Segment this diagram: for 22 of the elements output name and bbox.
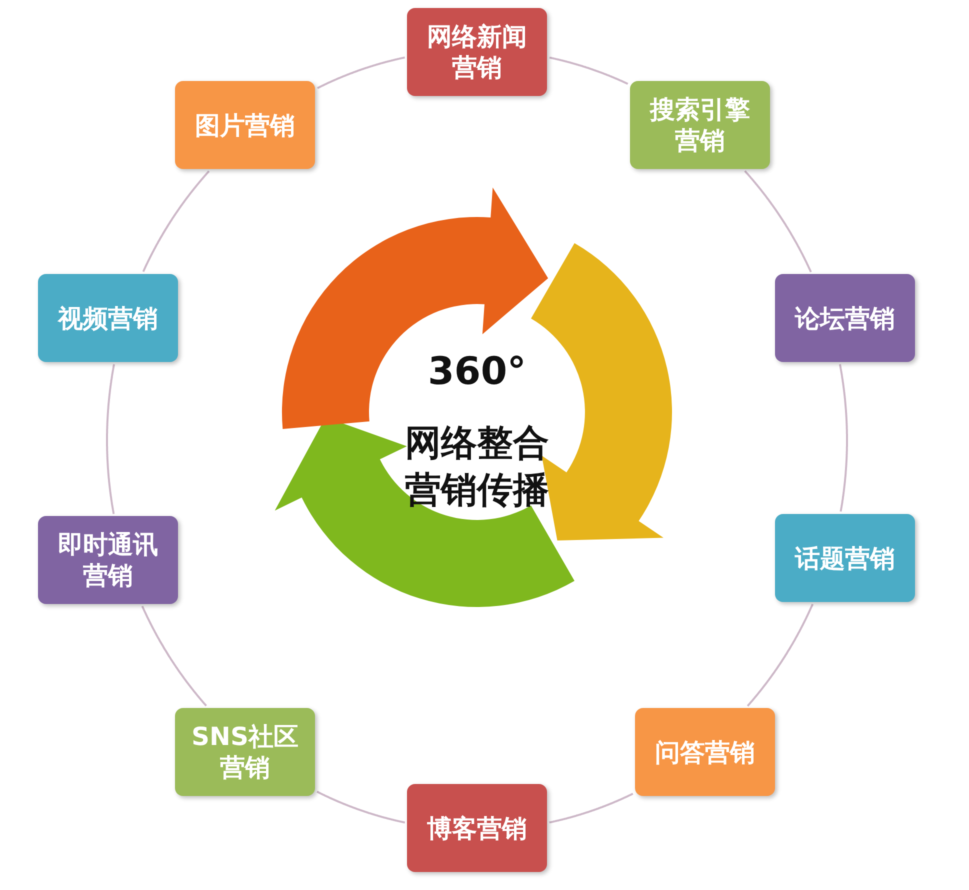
marketing-box: 话题营销 [775,514,915,602]
marketing-box: SNS社区营销 [175,708,315,796]
marketing-box: 图片营销 [175,81,315,169]
ring-line [106,364,115,514]
ring-line [549,56,628,85]
marketing-box: 即时通讯营销 [38,516,178,604]
marketing-box: 博客营销 [407,784,547,872]
ring-line [317,56,406,89]
marketing-box: 视频营销 [38,274,178,362]
marketing-box: 搜索引擎营销 [630,81,770,169]
center-text: 网络整合营销传播 [404,422,550,513]
marketing-box: 网络新闻营销 [407,8,547,96]
ring-line [744,170,812,272]
ring-line [142,170,210,272]
marketing-box: 问答营销 [635,708,775,796]
ring-line [839,364,848,512]
ring-line [141,606,207,706]
ring-line [549,792,634,824]
center-heading: 360° [426,348,528,396]
ring-line [746,604,814,707]
marketing-box: 论坛营销 [775,274,915,362]
ring-line [316,790,406,824]
